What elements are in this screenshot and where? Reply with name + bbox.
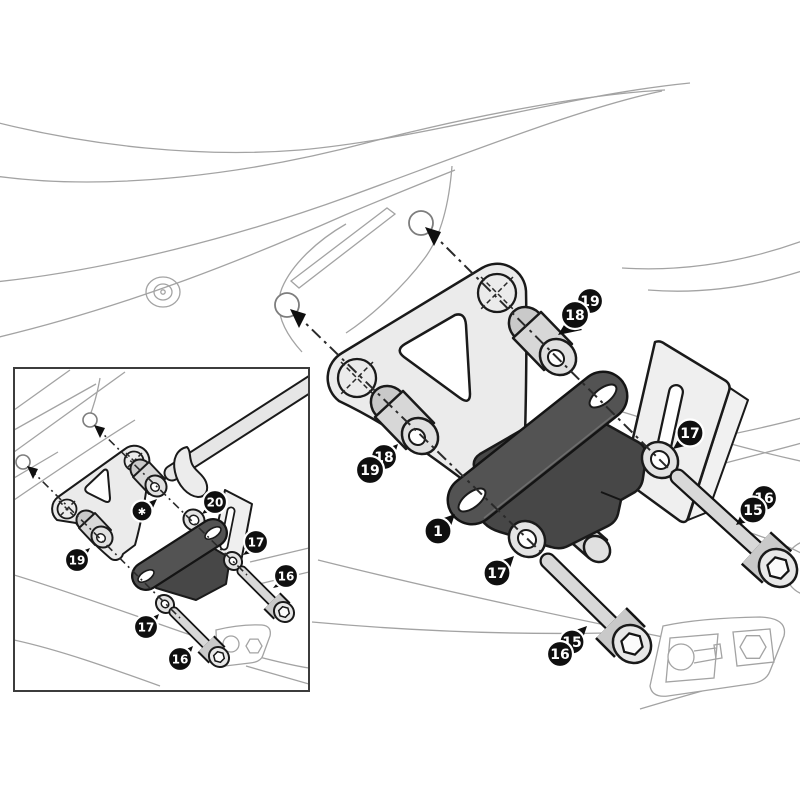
fairing-emblem <box>145 276 181 308</box>
inset-view: ✱ 20 19 17 16 <box>13 367 310 692</box>
inset-frame-hole-top <box>82 412 98 428</box>
arrow-icon <box>94 425 105 438</box>
hex-socket <box>620 632 644 656</box>
inset-callout-20: 20 <box>201 488 229 516</box>
svg-text:16: 16 <box>172 653 189 667</box>
callout-15-right: 15 <box>736 495 768 525</box>
inset-bolt-right <box>236 565 296 623</box>
svg-text:20: 20 <box>207 496 224 510</box>
bolt-right <box>669 468 799 589</box>
callout-19-left: 19 <box>354 454 386 486</box>
svg-text:✱: ✱ <box>138 507 146 518</box>
main-view: 19 18 18 19 1 17 16 <box>0 82 800 710</box>
svg-text:17: 17 <box>138 621 155 635</box>
hex-socket <box>766 556 790 580</box>
spacer-top <box>507 305 578 377</box>
callout-16-bottom: 16 <box>545 639 575 669</box>
arrow-icon <box>425 227 441 246</box>
inset-frame-hole-left <box>15 454 31 470</box>
svg-text:16: 16 <box>550 647 569 663</box>
svg-text:1: 1 <box>433 524 443 540</box>
hex-socket <box>212 650 226 664</box>
inset-callout-16-bottom: 16 <box>166 645 194 673</box>
vent-slot <box>289 207 397 289</box>
svg-text:15: 15 <box>743 503 762 519</box>
inset-callout-17-bottom: 17 <box>132 613 160 641</box>
svg-text:19: 19 <box>360 463 379 479</box>
inset-callout-star: ✱ <box>130 499 157 523</box>
svg-text:17: 17 <box>680 426 699 442</box>
callout-1: 1 <box>423 514 455 546</box>
hex-socket <box>277 605 291 619</box>
inset-callout-16-right: 16 <box>272 562 300 590</box>
callout-17-bottom: 17 <box>482 556 514 588</box>
arrow-icon <box>290 309 306 328</box>
svg-text:16: 16 <box>278 570 295 584</box>
inset-bracket <box>51 444 151 561</box>
inset-callout-19: 19 <box>63 546 91 574</box>
callout-18-top: 18 <box>558 299 591 335</box>
inset-footpeg-mount-outline <box>215 624 309 685</box>
arrow-icon <box>27 466 38 479</box>
bracket-boss-left <box>336 357 378 399</box>
inset-link-strap <box>131 518 228 591</box>
inset-spacer-left <box>75 509 114 549</box>
svg-text:17: 17 <box>487 566 506 582</box>
svg-text:18: 18 <box>565 308 584 324</box>
svg-text:17: 17 <box>248 536 265 550</box>
svg-text:19: 19 <box>69 554 86 568</box>
bracket-boss-top <box>476 272 518 314</box>
callout-18-left: 18 <box>369 442 399 472</box>
callout-17-right: 17 <box>673 418 705 449</box>
inset-border <box>13 367 310 692</box>
inset-callout-17-right: 17 <box>242 528 270 556</box>
assembly-axis-lines <box>293 229 673 553</box>
footpeg-mount-outline <box>649 616 786 697</box>
inset-rail-blade <box>163 374 309 482</box>
bolt-bottom <box>539 552 653 665</box>
link-strap <box>446 370 629 526</box>
